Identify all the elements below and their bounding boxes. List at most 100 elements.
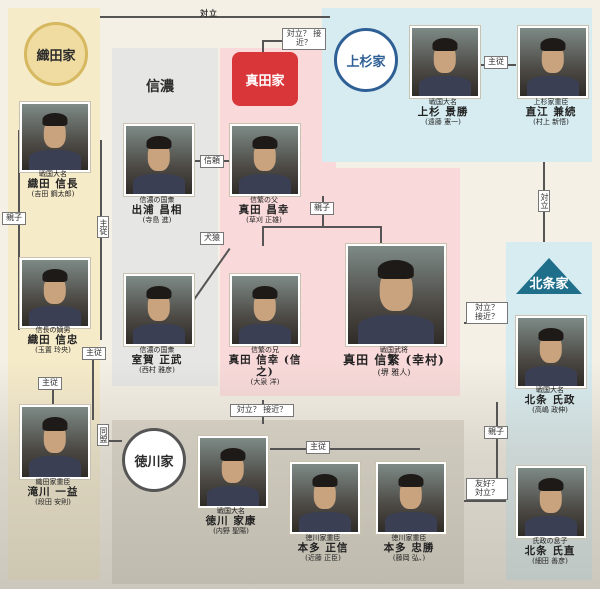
hojo-mitsuuroko-crest-icon: 北条家	[514, 256, 584, 296]
portrait-naoe	[518, 26, 588, 98]
person-actor: (段田 安則)	[35, 498, 71, 507]
oda-master-line-3	[52, 385, 54, 405]
hojo-parent-line	[496, 402, 498, 482]
sanada-family-line-c	[380, 226, 382, 246]
portrait-nobushige	[346, 244, 446, 346]
triangle-crest-icon	[516, 258, 582, 294]
person-name: 真田 信繁 (幸村)	[343, 353, 445, 368]
portrait-muroga	[124, 274, 194, 346]
tokugawa-crest-icon: 徳川家	[122, 428, 186, 492]
person-role: 信濃の国衆	[139, 196, 175, 204]
person-name: 直江 兼続	[525, 106, 577, 119]
person-masayuki: 信繁の父 真田 昌幸 (草刈 正雄)	[222, 196, 306, 224]
hojo-parent-relation: 親子	[484, 426, 508, 439]
person-nobushige: 戦国武将 真田 信繁 (幸村) (堺 雅人)	[336, 346, 452, 377]
sanada-family-line-b	[262, 226, 382, 228]
person-actor: (藤岡 弘、)	[392, 554, 426, 563]
uesugi-crest-icon: 上杉家	[334, 28, 398, 92]
oda-master-relation-1: 主従	[97, 216, 109, 238]
person-actor: (西村 雅彦)	[139, 366, 175, 375]
person-actor: (細田 善彦)	[532, 557, 568, 566]
person-actor: (吉田 鋼太郎)	[31, 190, 75, 199]
person-actor: (寺島 進)	[142, 216, 172, 225]
tokugawa-clan-label: 徳川家	[134, 454, 174, 470]
sanada-family-line-a	[262, 226, 264, 246]
portrait-tadakatsu	[376, 462, 446, 534]
sanada-hojo-relation: 対立？ 接近？	[466, 302, 508, 324]
person-nobuyuki: 信繁の兄 真田 信幸 (信之) (大泉 洋)	[220, 346, 310, 386]
muroga-masayuki-relation: 犬猿	[200, 232, 224, 245]
person-name: 織田 信忠	[27, 334, 79, 347]
portrait-nobutada	[20, 258, 90, 328]
uesugi-master-relation: 主従	[484, 56, 508, 69]
person-nobunaga: 戦国大名 織田 信長 (吉田 鋼太郎)	[12, 170, 94, 198]
person-role: 徳川家重臣	[391, 534, 427, 542]
person-izura: 信濃の国衆 出浦 昌相 (寺島 進)	[114, 196, 200, 224]
oda-master-relation-3: 主従	[38, 377, 62, 390]
izura-masayuki-relation: 信頼	[200, 155, 224, 168]
person-role: 戦国大名	[217, 507, 245, 515]
person-role: 徳川家重臣	[305, 534, 341, 542]
person-role: 戦国大名	[536, 386, 564, 394]
portrait-ieyasu	[198, 436, 268, 508]
oda-uesugi-line	[100, 16, 330, 18]
person-role: 信繁の兄	[251, 346, 279, 354]
person-actor: (大泉 洋)	[250, 378, 280, 387]
person-kagekatsu: 戦国大名 上杉 景勝 (遠藤 憲一)	[400, 98, 486, 126]
person-ujimasa: 戦国大名 北条 氏政 (高嶋 政伸)	[508, 386, 592, 414]
portrait-izura	[124, 124, 194, 196]
oda-clan-label: 織田家	[36, 48, 76, 64]
portrait-nobuyuki	[230, 274, 300, 346]
person-name: 徳川 家康	[205, 515, 257, 528]
tokugawa-master-relation: 主従	[306, 441, 330, 454]
portrait-masanobu	[290, 462, 360, 534]
person-actor: (堺 雅人)	[377, 367, 411, 377]
person-takigawa: 織田家重臣 滝川 一益 (段田 安則)	[12, 478, 94, 506]
person-name: 本多 忠勝	[383, 542, 435, 555]
uesugi-clan-label: 上杉家	[346, 54, 386, 70]
person-name: 室賀 正武	[131, 354, 183, 367]
person-naoe: 上杉家重臣 直江 兼続 (村上 新悟)	[508, 98, 594, 126]
portrait-takigawa	[20, 405, 90, 479]
oda-tokugawa-relation: 同盟	[97, 424, 109, 446]
oda-crest-icon: 織田家	[24, 22, 88, 86]
person-actor: (草刈 正雄)	[246, 216, 282, 225]
portrait-ujimasa	[516, 316, 586, 388]
tokugawa-hojo-relation: 友好？ 対立？	[466, 478, 508, 500]
person-name: 北条 氏政	[524, 394, 576, 407]
person-role: 織田家重臣	[35, 478, 71, 486]
person-muroga: 信濃の国衆 室賀 正武 (西村 雅彦)	[114, 346, 200, 374]
person-role: 戦国大名	[429, 98, 457, 106]
hojo-clan-label: 北条家	[529, 276, 569, 292]
person-tadakatsu: 徳川家重臣 本多 忠勝 (藤岡 弘、)	[366, 534, 452, 562]
sanada-sons-relation: 親子	[310, 202, 334, 215]
person-actor: (遠藤 憲一)	[425, 118, 461, 127]
portrait-nobunaga	[20, 102, 90, 172]
sanada-rokumonsen-crest-icon: 真田家	[232, 52, 298, 106]
person-ieyasu: 戦国大名 徳川 家康 (内野 聖陽)	[188, 507, 274, 535]
sanada-tokugawa-relation: 対立？ 接近？	[230, 404, 294, 417]
portrait-kagekatsu	[410, 26, 480, 98]
person-name: 真田 昌幸	[238, 204, 290, 217]
person-nobutada: 信長の嫡男 織田 信忠 (玉置 玲央)	[12, 326, 94, 354]
person-name: 出浦 昌相	[131, 204, 183, 217]
person-actor: (近藤 正臣)	[305, 554, 341, 563]
person-name: 本多 正信	[297, 542, 349, 555]
portrait-ujinao	[516, 466, 586, 538]
oda-parent-line	[18, 130, 20, 330]
tokugawa-hojo-line	[464, 500, 506, 502]
person-name: 北条 氏直	[524, 545, 576, 558]
oda-master-line-2	[92, 350, 94, 420]
oda-uesugi-relation: 対立	[200, 8, 218, 18]
person-role: 信長の嫡男	[35, 326, 71, 334]
person-name: 上杉 景勝	[417, 106, 469, 119]
uesugi-hojo-relation: 対立	[538, 190, 550, 212]
person-name: 織田 信長	[27, 178, 79, 191]
portrait-masayuki	[230, 124, 300, 196]
person-name: 真田 信幸 (信之)	[228, 354, 302, 379]
person-role: 戦国大名	[39, 170, 67, 178]
oda-master-relation-2: 主従	[82, 347, 106, 360]
person-actor: (村上 新悟)	[533, 118, 569, 127]
tokugawa-master-line	[270, 448, 420, 450]
person-role: 戦国武将	[380, 346, 408, 354]
